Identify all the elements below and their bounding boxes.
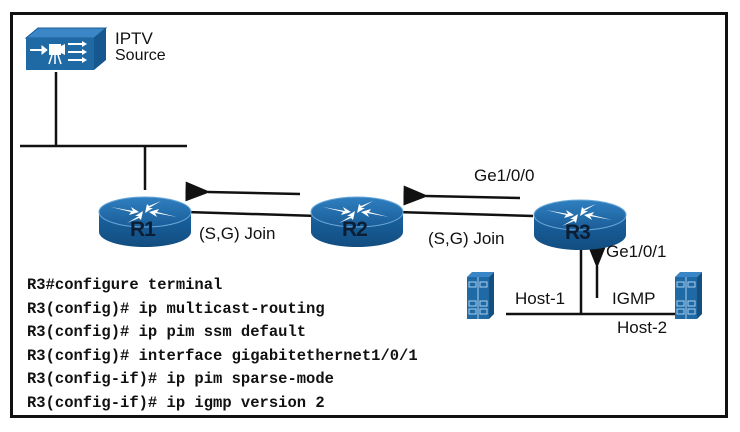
host-1-server-icon bbox=[467, 272, 494, 319]
router-arrow bbox=[562, 214, 578, 226]
cli-line: R3(config-if)# ip pim sparse-mode bbox=[27, 370, 334, 388]
server-top bbox=[675, 272, 702, 277]
server-bay bbox=[468, 281, 477, 288]
server-bay bbox=[676, 281, 685, 288]
router-arrow bbox=[111, 207, 139, 215]
host-1-label: Host-1 bbox=[515, 289, 566, 308]
server-bay bbox=[687, 281, 696, 288]
router-arrow bbox=[361, 209, 389, 217]
router-top bbox=[98, 196, 192, 228]
router-r1-label: R1 bbox=[130, 218, 156, 241]
router-r3-icon bbox=[533, 199, 627, 250]
join-arrow-r3-to-r2 bbox=[403, 185, 521, 206]
router-top bbox=[533, 199, 627, 231]
server-bay bbox=[479, 281, 488, 288]
interface-ge1-0-1-label: Ge1/0/1 bbox=[606, 242, 667, 261]
router-r2-label: R2 bbox=[342, 218, 368, 241]
join-label-r2-r3: (S,G) Join bbox=[428, 229, 505, 248]
router-arrow bbox=[339, 211, 355, 223]
router-r3-label: R3 bbox=[565, 221, 591, 244]
server-bay bbox=[687, 300, 696, 307]
server-bay bbox=[479, 300, 488, 307]
iptv-source-label-line2: Source bbox=[115, 47, 166, 64]
server-bay bbox=[676, 308, 685, 315]
igmp-label: IGMP bbox=[612, 289, 656, 308]
host-2-server-icon bbox=[675, 272, 702, 319]
router-top bbox=[310, 196, 404, 228]
router-arrow bbox=[584, 212, 612, 220]
link-r2-r3 bbox=[395, 210, 534, 218]
connection-lines bbox=[20, 72, 685, 316]
server-bay bbox=[479, 308, 488, 315]
host-2-label: Host-2 bbox=[617, 318, 668, 337]
join-label-r1-r2: (S,G) Join bbox=[199, 224, 276, 243]
server-bay bbox=[676, 300, 685, 307]
router-arrow bbox=[580, 204, 596, 216]
server-side bbox=[489, 272, 494, 319]
router-arrow bbox=[357, 201, 373, 213]
router-arrow bbox=[546, 210, 574, 218]
router-arrow bbox=[149, 209, 177, 217]
router-arrow bbox=[323, 207, 351, 215]
cli-line: R3(config)# interface gigabitethernet1/0… bbox=[27, 346, 418, 365]
iptv-source-label-line1: IPTV bbox=[115, 29, 153, 48]
join-arrows bbox=[185, 181, 607, 298]
link-r1-r2 bbox=[185, 210, 319, 218]
server-bay bbox=[687, 308, 696, 315]
cli-config-block: R3#configure terminal R3(config)# ip mul… bbox=[27, 274, 418, 415]
router-r1-icon bbox=[98, 196, 192, 247]
server-bay bbox=[468, 300, 477, 307]
server-side bbox=[697, 272, 702, 319]
router-r2-icon bbox=[310, 196, 404, 247]
cli-line: R3(config)# ip multicast-routing bbox=[27, 299, 325, 318]
server-bay bbox=[468, 308, 477, 315]
cli-line: R3#configure terminal bbox=[27, 276, 223, 294]
join-arrow-r2-to-r1 bbox=[185, 181, 301, 202]
cli-line: R3(config-if)# ip igmp version 2 bbox=[27, 393, 325, 412]
interface-ge1-0-0-label: Ge1/0/0 bbox=[474, 166, 535, 185]
server-top bbox=[467, 272, 494, 277]
router-arrow bbox=[145, 201, 161, 213]
router-arrow bbox=[127, 211, 143, 223]
iptv-source-icon bbox=[24, 27, 108, 70]
cli-line: R3(config)# ip pim ssm default bbox=[27, 323, 307, 341]
